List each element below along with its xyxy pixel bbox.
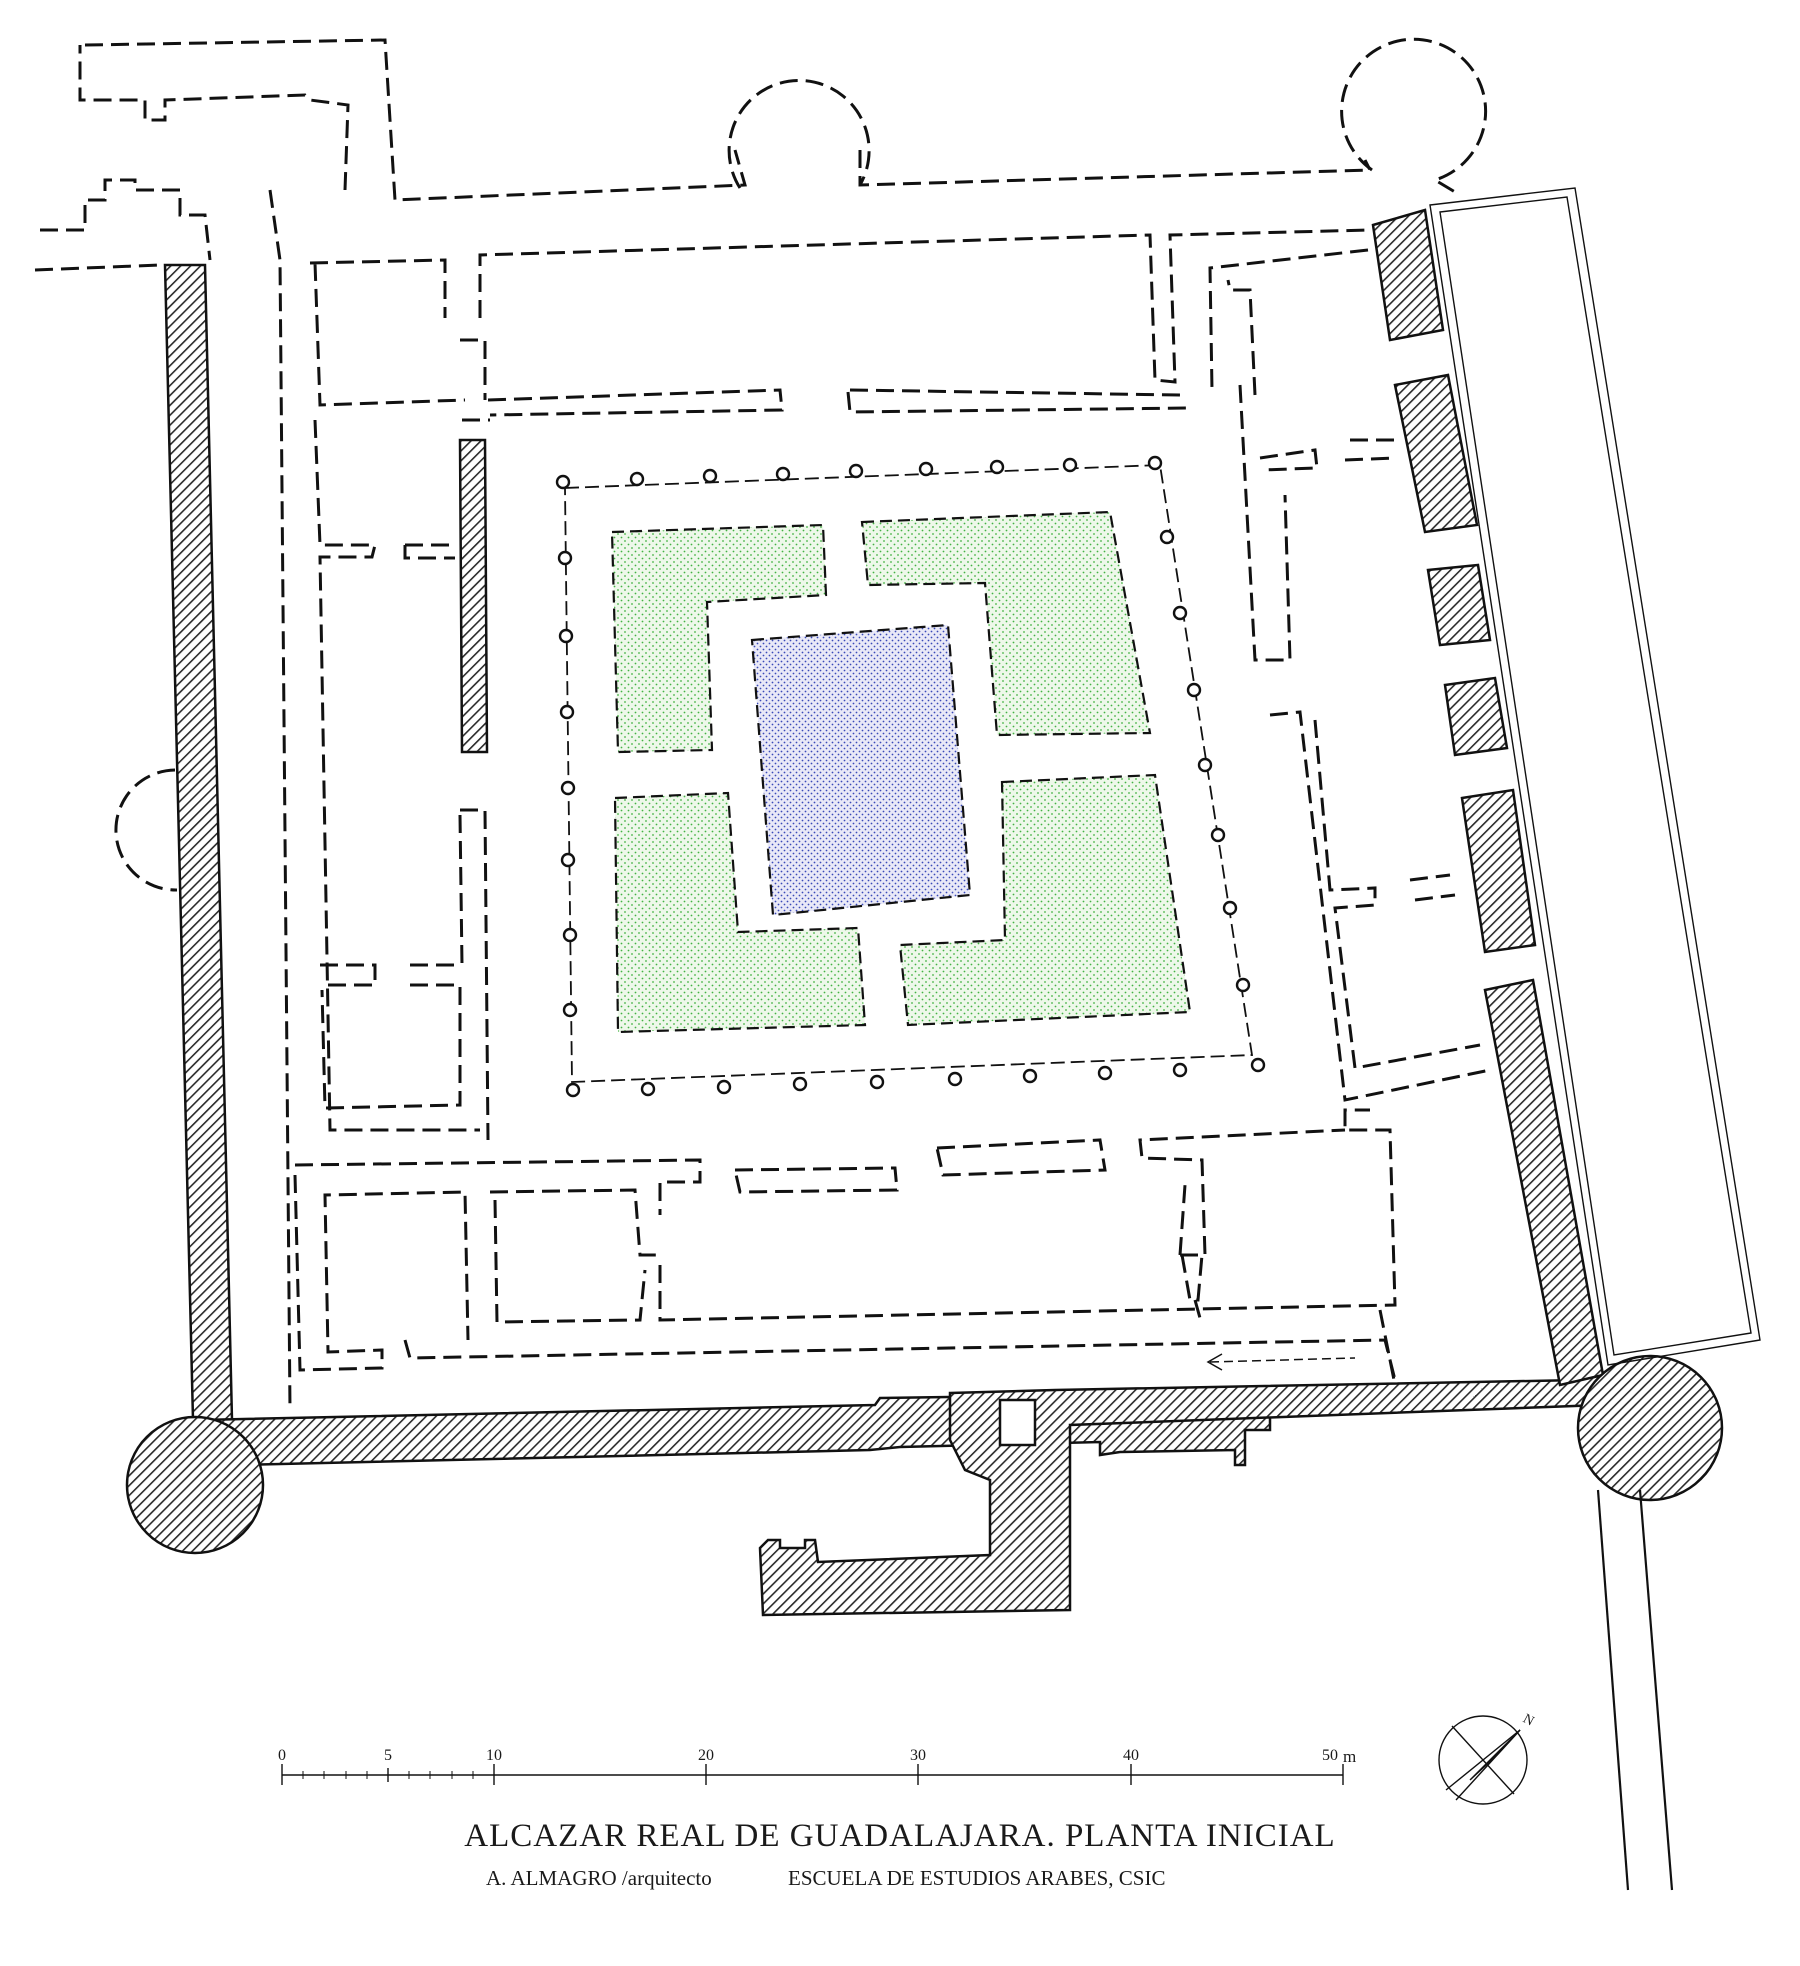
north-range-cross (313, 338, 490, 1132)
inner-wall-strip (458, 438, 489, 754)
column (1062, 457, 1078, 473)
scale-tick-0: 0 (278, 1747, 286, 1764)
column (1197, 757, 1213, 773)
column (1172, 605, 1188, 621)
column (1186, 682, 1202, 698)
northeast-round-tower (1340, 37, 1488, 197)
column (555, 474, 571, 490)
northwest-outer-wall (34, 38, 1373, 272)
column (918, 461, 934, 477)
east-pier-2 (1426, 563, 1492, 647)
courtyard (555, 455, 1266, 1098)
scale-tick-20: 20 (698, 1747, 714, 1764)
southeast-tower (1576, 1354, 1724, 1502)
column (869, 1074, 885, 1090)
column (1097, 1065, 1113, 1081)
column (565, 1082, 581, 1098)
east-pier-1 (1393, 373, 1479, 534)
scale-tick-50: 50 (1322, 1747, 1338, 1764)
east-pier-4 (1460, 788, 1537, 954)
column (1159, 529, 1175, 545)
column (562, 1002, 578, 1018)
plan-title: ALCAZAR REAL DE GUADALAJARA. PLANTA INIC… (464, 1818, 1336, 1854)
column (560, 852, 576, 868)
east-range-rooms (1238, 384, 1491, 1102)
northeast-block (1371, 208, 1445, 342)
surviving-walls (125, 208, 1724, 1617)
direction-arrow-icon (1206, 1353, 1356, 1371)
column (1022, 1068, 1038, 1084)
central-pond (750, 623, 972, 917)
column (848, 463, 864, 479)
column (702, 468, 718, 484)
column-ring (555, 455, 1266, 1098)
garden-southeast (898, 773, 1192, 1027)
east-pier-3 (1443, 676, 1509, 757)
south-range-inner (493, 1138, 1107, 1324)
southwest-tower (125, 1415, 265, 1555)
west-range-rooms (320, 808, 490, 1141)
east-wall-south (1483, 978, 1605, 1387)
scale-tick-10: 10 (486, 1747, 502, 1764)
column (1250, 1057, 1266, 1073)
author-credit: A. ALMAGRO /arquitecto (486, 1866, 712, 1890)
reconstructed-walls (34, 37, 1491, 1411)
garden-northeast (860, 510, 1152, 737)
column (1235, 977, 1251, 993)
garden-northwest (610, 523, 828, 754)
north-tower (727, 79, 871, 189)
column (775, 466, 791, 482)
column (947, 1071, 963, 1087)
column (1172, 1062, 1188, 1078)
column (1147, 455, 1163, 471)
west-round-tower (114, 768, 178, 892)
column (557, 550, 573, 566)
column (640, 1081, 656, 1097)
institution-credit: ESCUELA DE ESTUDIOS ARABES, CSIC (788, 1866, 1166, 1890)
scale-tick-5: 5 (384, 1747, 392, 1764)
column (716, 1079, 732, 1095)
scale-tick-40: 40 (1123, 1747, 1139, 1764)
column (562, 927, 578, 943)
column (629, 471, 645, 487)
compass-rose-icon (1438, 1715, 1528, 1805)
west-wall (163, 263, 234, 1422)
east-enclosure (1429, 187, 1761, 1366)
column (558, 628, 574, 644)
south-range-rooms (293, 1108, 1397, 1386)
north-wall-west (268, 189, 292, 1411)
scale-tick-30: 30 (910, 1747, 926, 1764)
courtyard-outline (564, 464, 1254, 1083)
column (989, 459, 1005, 475)
scale-bar (281, 1764, 1344, 1785)
column (792, 1076, 808, 1092)
scale-unit: m (1343, 1747, 1357, 1766)
north-range-outer (309, 228, 1371, 417)
column (559, 704, 575, 720)
column (1210, 827, 1226, 843)
column (560, 780, 576, 796)
gate-stair (998, 1398, 1037, 1447)
garden-southwest (613, 791, 867, 1034)
road-lines (1596, 1489, 1674, 1891)
column (1222, 900, 1238, 916)
